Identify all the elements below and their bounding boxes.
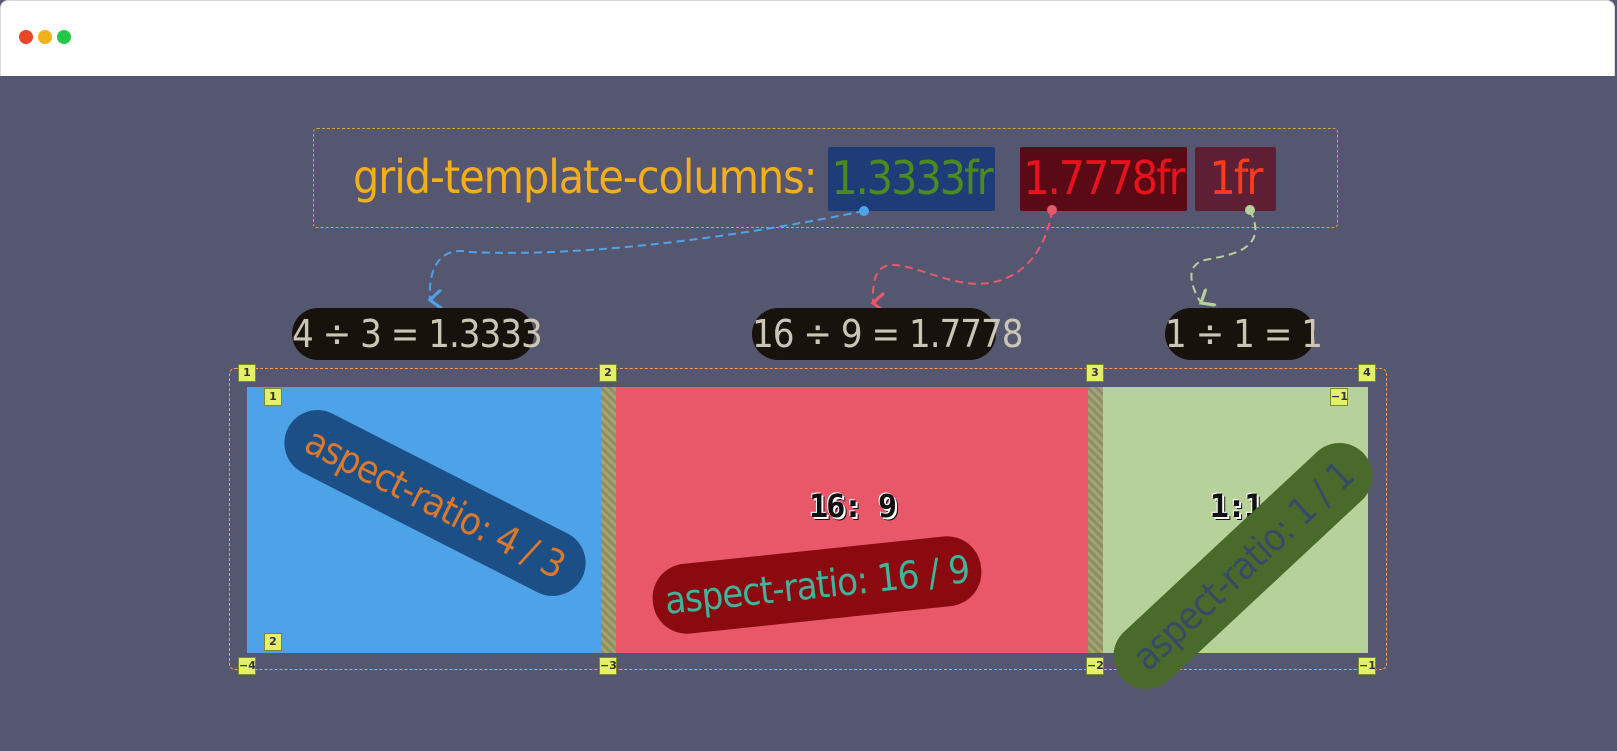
fr-value-3: 1fr: [1195, 147, 1276, 211]
connector-arrow-1: [430, 210, 865, 300]
fr-value-2: 1.7778fr: [1020, 147, 1187, 211]
row-line-neg-1: −1: [1330, 388, 1348, 406]
minimize-window-button[interactable]: [38, 30, 52, 44]
connector-dot-1: [859, 206, 869, 216]
column-gap-1: [601, 387, 616, 653]
column-line-bottom-3: −2: [1086, 657, 1104, 675]
grid-container-outline: [229, 368, 1387, 670]
column-line-top-1: 1: [238, 364, 256, 382]
column-line-bottom-2: −3: [599, 657, 617, 675]
column-line-top-4: 4: [1358, 364, 1376, 382]
column-line-top-2: 2: [599, 364, 617, 382]
code-declaration-frame: [313, 128, 1338, 228]
column-gap-2: [1088, 387, 1103, 653]
fr-value-1: 1.3333fr: [828, 147, 995, 211]
column-line-bottom-1: −4: [238, 657, 256, 675]
connector-dot-3: [1245, 205, 1255, 215]
property-name: grid-template-columns:: [353, 150, 818, 204]
equation-pill-3: 1 ÷ 1 = 1: [1165, 308, 1323, 360]
row-line-1: 1: [264, 388, 282, 406]
window-titlebar: [0, 0, 1615, 76]
equation-pill-1: 4 ÷ 3 = 1.3333: [292, 308, 543, 360]
column-line-bottom-4: −1: [1358, 657, 1376, 675]
connector-arrow-3: [1190, 209, 1257, 303]
equation-pill-2: 16 ÷ 9 = 1.7778: [752, 308, 1024, 360]
maximize-window-button[interactable]: [57, 30, 71, 44]
column-line-top-3: 3: [1086, 364, 1104, 382]
close-window-button[interactable]: [19, 30, 33, 44]
connector-dot-2: [1047, 205, 1057, 215]
row-line-2: 2: [264, 633, 282, 651]
connector-arrow-2: [873, 209, 1053, 303]
ratio-label-16-9: 16: 9: [808, 487, 897, 525]
